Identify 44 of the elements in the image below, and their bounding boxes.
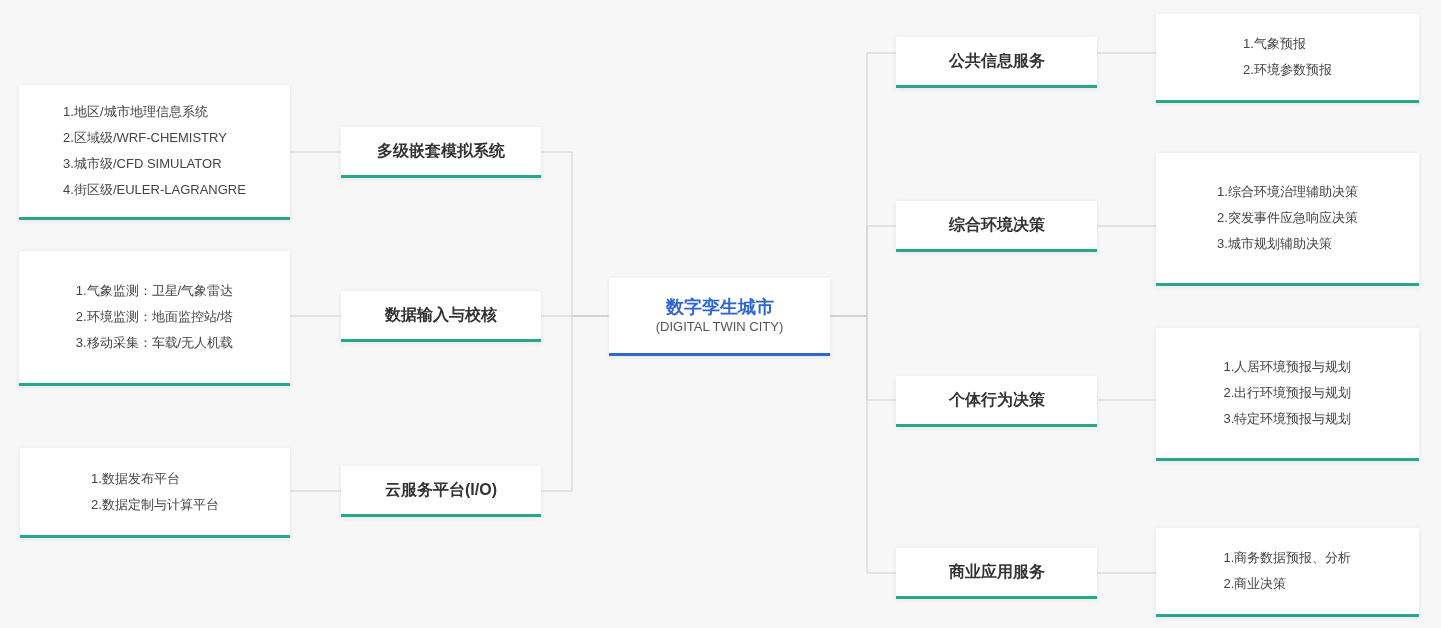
- category-card: [341, 291, 541, 342]
- category-card: [341, 466, 541, 517]
- list-item: 3.特定环境预报与规划: [1223, 410, 1352, 428]
- category-card: [896, 201, 1097, 252]
- category-label: 数据输入与校核: [385, 304, 497, 325]
- detail-card: [20, 448, 290, 538]
- list-item: 1.综合环境治理辅助决策: [1217, 183, 1358, 201]
- connector-line: [829, 52, 897, 574]
- hub-card: [609, 278, 830, 356]
- list-item: 2.商业决策: [1223, 575, 1287, 593]
- list-item: 2.突发事件应急响应决策: [1217, 209, 1358, 227]
- detail-card: [1156, 328, 1419, 461]
- list-item: 2.出行环境预报与规划: [1223, 384, 1352, 402]
- list-item: 2.数据定制与计算平台: [91, 495, 219, 514]
- category-label: 公共信息服务: [948, 50, 1045, 71]
- detail-card: [19, 251, 290, 386]
- hub-subtitle: (DIGITAL TWIN CITY): [655, 317, 784, 336]
- list-item: 2.环境监测：地面监控站/塔: [75, 308, 234, 326]
- list-item: 3.城市规划辅助决策: [1217, 235, 1332, 253]
- category-label: 多级嵌套模拟系统: [377, 140, 505, 161]
- list-item: 2.区域级/WRF-CHEMISTRY: [63, 129, 227, 147]
- list-item: 3.移动采集：车载/无人机载: [75, 334, 234, 352]
- category-label: 综合环境决策: [948, 214, 1045, 235]
- hub-title: 数字孪生城市: [665, 295, 774, 318]
- list-item: 4.街区级/EULER-LAGRANGRE: [63, 181, 246, 199]
- detail-card: [1156, 528, 1419, 617]
- category-card: [896, 548, 1097, 599]
- list-item: 1.人居环境预报与规划: [1223, 358, 1352, 376]
- detail-card: [19, 85, 290, 220]
- list-item: 1.地区/城市地理信息系统: [63, 103, 208, 121]
- list-item: 2.环境参数预报: [1243, 61, 1332, 79]
- detail-card: [1156, 153, 1419, 286]
- detail-card: [1156, 14, 1419, 103]
- category-label: 商业应用服务: [948, 561, 1045, 582]
- category-card: [896, 376, 1097, 427]
- list-item: 1.气象预报: [1243, 35, 1306, 53]
- list-item: 1.商务数据预报、分析: [1223, 549, 1352, 567]
- list-item: 1.气象监测：卫星/气象雷达: [75, 282, 234, 300]
- category-card: [896, 37, 1097, 88]
- category-label: 云服务平台(I/O): [385, 479, 497, 500]
- category-label: 个体行为决策: [948, 389, 1045, 410]
- list-item: 1.数据发布平台: [91, 469, 180, 488]
- category-card: [341, 127, 541, 178]
- list-item: 3.城市级/CFD SIMULATOR: [63, 155, 222, 173]
